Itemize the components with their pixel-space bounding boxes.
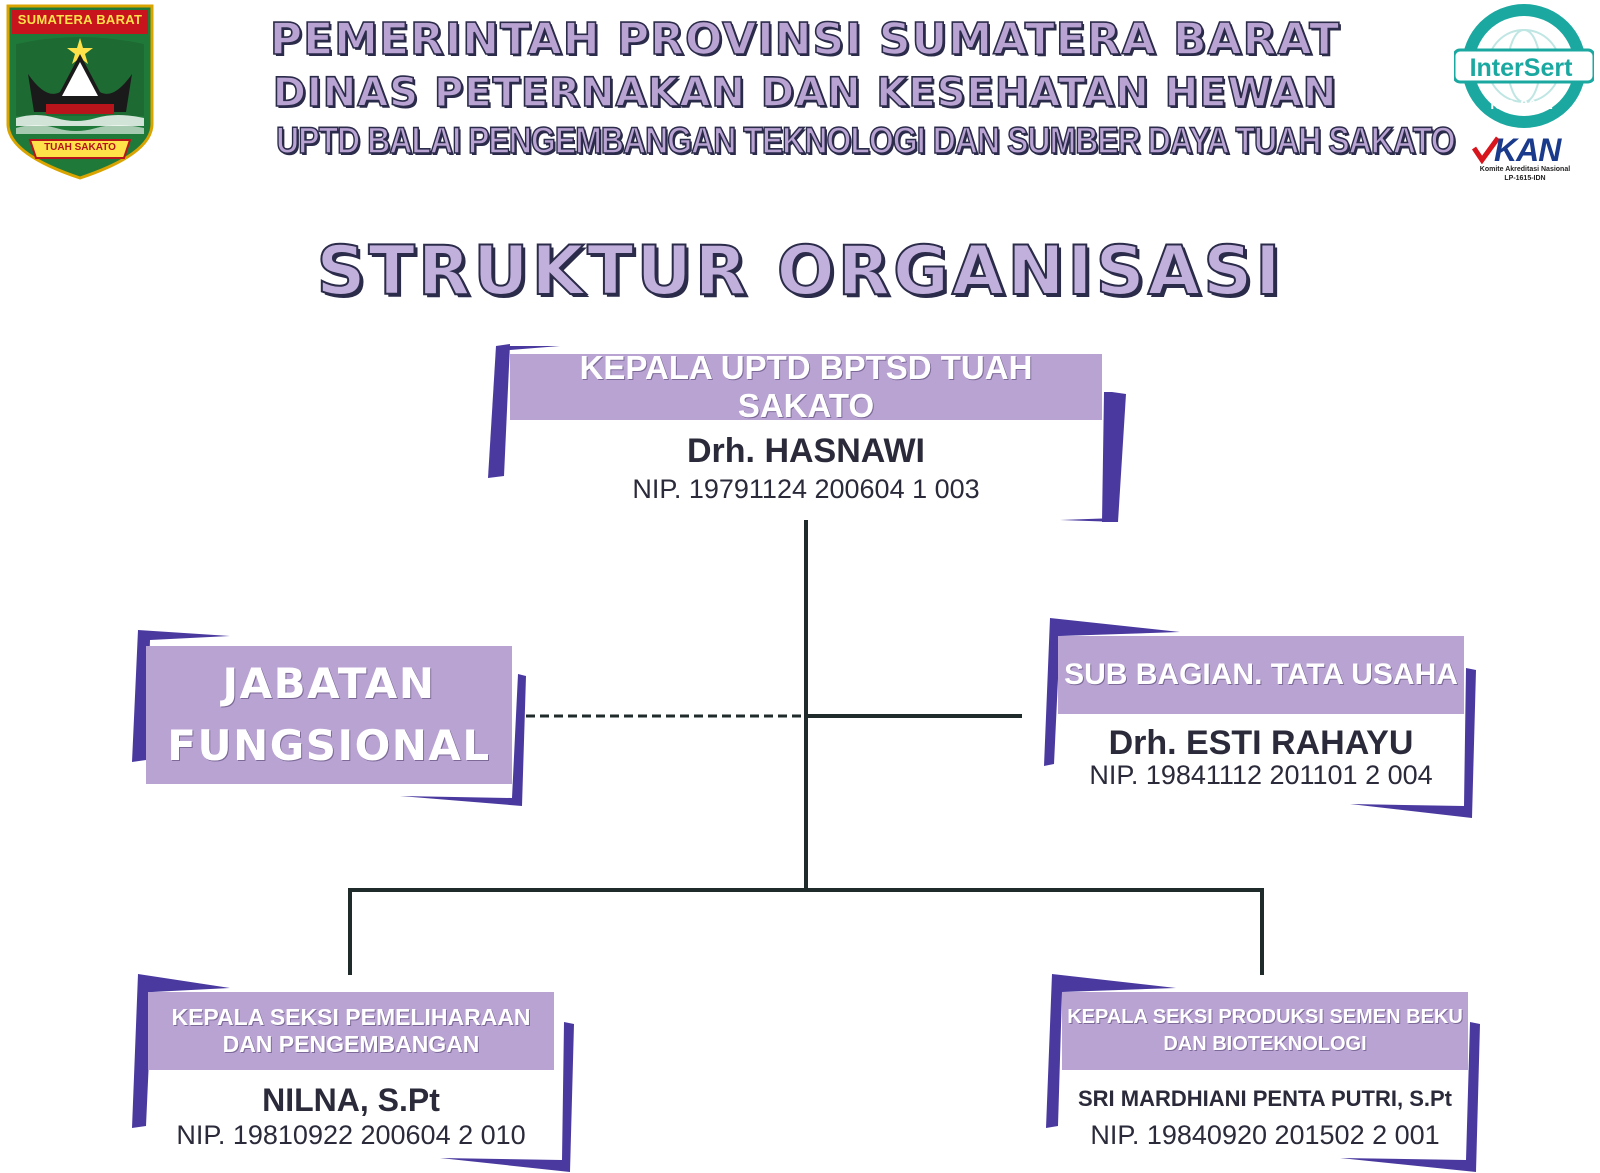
page-title: STRUKTUR ORGANISASI (316, 231, 1284, 312)
sections-connector-line (348, 888, 1264, 975)
admin-title: SUB BAGIAN. TATA USAHA (1058, 636, 1464, 714)
kan-check-icon (1472, 136, 1500, 164)
head-nip: NIP. 19791124 200604 1 003 (632, 474, 980, 504)
section-right-title-line-2: DAN BIOTEKNOLOGI (1163, 1033, 1367, 1055)
functional-line-2: FUNGSIONAL (167, 721, 491, 770)
admin-nip: NIP. 19841112 201101 2 004 (1089, 760, 1433, 790)
logo-left-motto: TUAH SAKATO (44, 142, 116, 153)
functional-frame-right (400, 674, 526, 806)
logo-left-banner: SUMATERA BARAT (17, 12, 143, 27)
header-province: PEMERINTAH PROVINSI SUMATERA BARAT (269, 13, 1341, 66)
kan-code-line: LP-1615-IDN (1504, 175, 1546, 182)
section-left-title-line-2: DAN PENGEMBANGAN (222, 1031, 480, 1057)
kan-subtitle: Komite Akreditasi Nasional LP-1615-IDN (1470, 165, 1580, 183)
section-left-frame-left (132, 974, 230, 1128)
kan-subtitle-line: Komite Akreditasi Nasional (1479, 166, 1571, 173)
section-right-title: KEPALA SEKSI PRODUKSI SEMEN BEKU DAN BIO… (1062, 992, 1468, 1070)
iso-label: ISO 9001 (1490, 97, 1554, 112)
sumatera-barat-shield-icon (6, 4, 154, 180)
section-right-title-line-1: KEPALA SEKSI PRODUKSI SEMEN BEKU (1067, 1006, 1463, 1028)
head-frame-left (488, 344, 510, 478)
head-frame-bottom (1060, 518, 1118, 522)
section-left-name: NILNA, S.Pt (262, 1082, 440, 1118)
header-unit: UPTD BALAI PENGEMBANGAN TEKNOLOGI DAN SU… (275, 119, 1456, 162)
head-frame-right (1102, 392, 1126, 522)
intersert-label: InterSert (1469, 54, 1573, 82)
section-right-frame-left (1046, 974, 1176, 1128)
section-right-nip: NIP. 19840920 201502 2 001 (1090, 1120, 1440, 1150)
kan-label: KAN (1494, 132, 1561, 168)
admin-frame-left (1044, 618, 1180, 766)
admin-name: Drh. ESTI RAHAYU (1108, 724, 1414, 762)
section-right-name: SRI MARDHIANI PENTA PUTRI, S.Pt (1077, 1086, 1452, 1111)
section-left-title-line-1: KEPALA SEKSI PEMELIHARAAN (171, 1004, 531, 1030)
functional-line-1: JABATAN (222, 659, 436, 708)
section-left-title: KEPALA SEKSI PEMELIHARAAN DAN PENGEMBANG… (148, 992, 554, 1070)
section-left-nip: NIP. 19810922 200604 2 010 (176, 1120, 526, 1150)
functional-frame-left (132, 630, 230, 762)
header-department: DINAS PETERNAKAN DAN KESEHATAN HEWAN (272, 69, 1338, 117)
intersert-iso-badge-icon (1454, 4, 1594, 128)
head-name: Drh. HASNAWI (687, 432, 925, 470)
functional-position-box: JABATAN FUNGSIONAL (146, 646, 512, 784)
head-title: KEPALA UPTD BPTSD TUAH SAKATO (510, 349, 1102, 424)
head-frame-top (496, 346, 560, 350)
